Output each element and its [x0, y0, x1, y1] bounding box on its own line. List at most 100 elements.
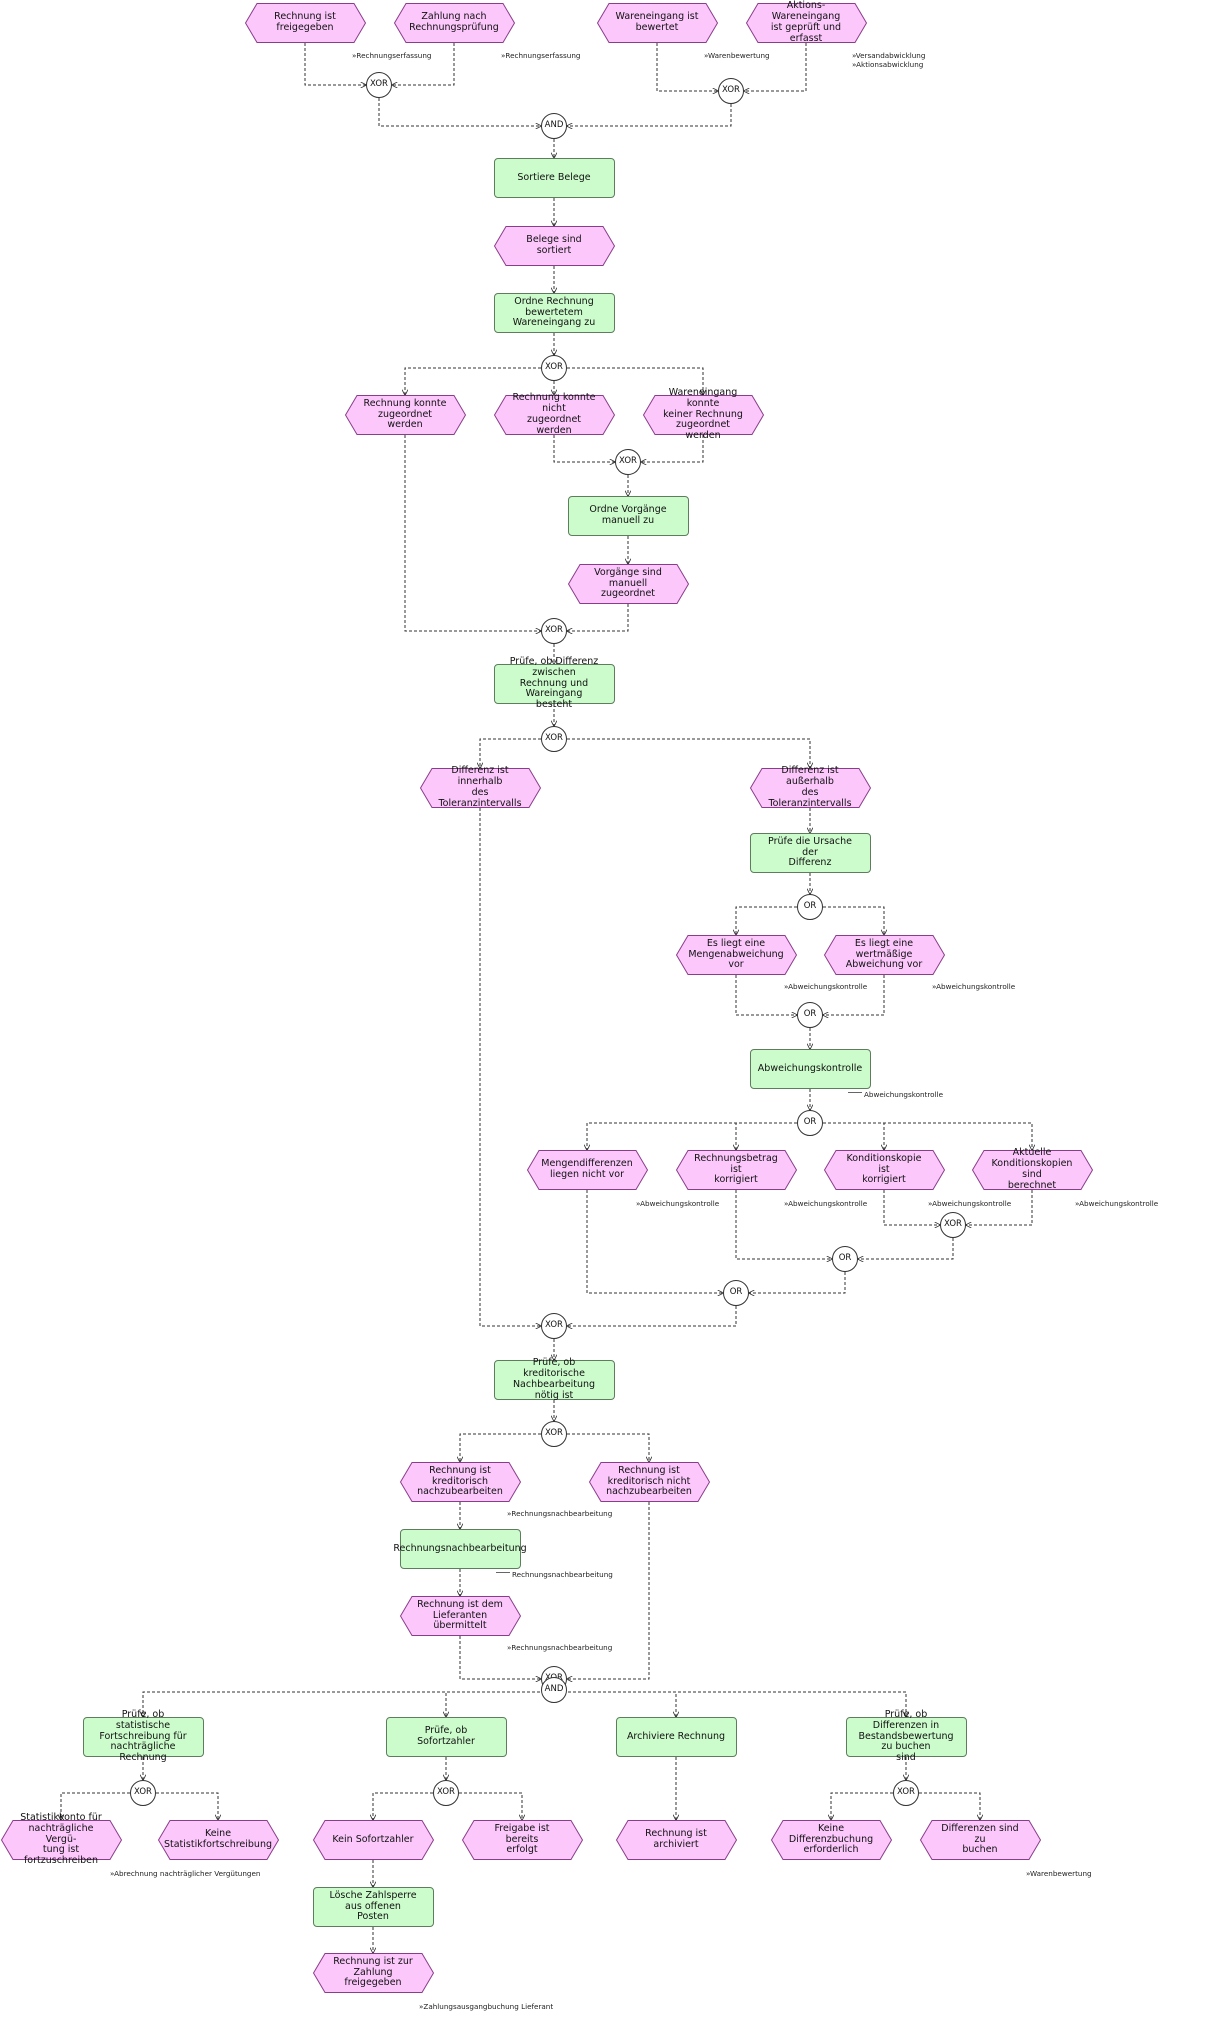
function-f6[interactable]: Abweichungskontrolle — [749, 1049, 871, 1089]
process-reference-label: »Abweichungskontrolle — [784, 982, 868, 991]
process-reference[interactable]: »Versandabwicklung »Aktionsabwicklung — [852, 51, 925, 69]
event-e16[interactable]: Konditionskopie ist korrigiert — [823, 1150, 945, 1190]
gateway-label: XOR — [619, 456, 637, 467]
event-e2[interactable]: Zahlung nach Rechnungsprüfung — [393, 3, 515, 43]
event-e20[interactable]: Rechnung ist dem Lieferanten übermittelt — [399, 1596, 521, 1636]
process-reference[interactable]: »Abrechnung nachträglicher Vergütungen — [110, 1869, 260, 1879]
process-reference[interactable]: »Rechnungsnachbearbeitung — [507, 1509, 612, 1519]
gateway-g1[interactable]: XOR — [366, 72, 392, 98]
function-f12[interactable]: Prüfe, ob Differenzen in Bestandsbewertu… — [845, 1709, 967, 1763]
event-e23[interactable]: Kein Sofortzahler — [312, 1820, 434, 1860]
event-hexagon-shape — [399, 1462, 521, 1502]
function-f5[interactable]: Prüfe die Ursache der Differenz — [749, 833, 871, 873]
process-reference[interactable]: »Abweichungskontrolle — [784, 982, 868, 992]
function-f11[interactable]: Archiviere Rechnung — [615, 1717, 737, 1757]
event-e1[interactable]: Rechnung ist freigegeben — [244, 3, 366, 43]
function-f1[interactable]: Sortiere Belege — [493, 158, 615, 198]
event-e25[interactable]: Rechnung ist archiviert — [615, 1820, 737, 1860]
gateway-g11[interactable]: XOR — [940, 1212, 966, 1238]
event-hexagon-shape — [493, 395, 615, 435]
gateway-g8[interactable]: OR — [797, 894, 823, 920]
event-e14[interactable]: Mengendifferenzen liegen nicht vor — [526, 1150, 648, 1190]
function-label: Prüfe, ob Sofortzahler — [417, 1725, 475, 1747]
event-e10[interactable]: Differenz ist innerhalb des Toleranzinte… — [419, 765, 541, 809]
process-reference[interactable]: »Zahlungsausgangbuchung Lieferant — [419, 2002, 553, 2012]
gateway-g19[interactable]: XOR — [433, 1780, 459, 1806]
event-hexagon-shape — [157, 1820, 279, 1860]
gateway-g12[interactable]: OR — [832, 1246, 858, 1272]
gateway-g15[interactable]: XOR — [541, 1421, 567, 1447]
gateway-label: AND — [544, 120, 564, 131]
connector-arrow — [460, 1433, 541, 1462]
gateway-g4[interactable]: XOR — [541, 355, 567, 381]
gateway-g9[interactable]: OR — [797, 1002, 823, 1028]
event-hexagon-shape — [642, 395, 764, 435]
connector-arrow — [479, 808, 541, 1326]
gateway-g14[interactable]: XOR — [541, 1313, 567, 1339]
event-e28[interactable]: Rechnung ist zur Zahlung freigegeben — [312, 1953, 434, 1993]
event-e3[interactable]: Wareneingang ist bewertet — [596, 3, 718, 43]
event-e26[interactable]: Keine Differenzbuchung erforderlich — [770, 1820, 892, 1860]
gateway-g5[interactable]: XOR — [615, 449, 641, 475]
gateway-g6[interactable]: XOR — [541, 618, 567, 644]
event-e17[interactable]: Aktuelle Konditionskopien sind berechnet — [971, 1147, 1093, 1191]
connector-arrow — [378, 98, 541, 126]
function-f3[interactable]: Ordne Vorgänge manuell zu — [567, 496, 689, 536]
process-reference[interactable]: »Abweichungskontrolle — [636, 1199, 719, 1209]
connector-arrow — [567, 104, 732, 126]
function-f9[interactable]: Prüfe, ob statistische Fortschreibung fü… — [82, 1709, 204, 1763]
process-reference[interactable]: Rechnungsnachbearbeitung — [496, 1570, 613, 1580]
function-f2[interactable]: Ordne Rechnung bewertetem Wareneingang z… — [493, 293, 615, 333]
event-e6[interactable]: Rechnung konnte zugeordnet werden — [344, 395, 466, 435]
process-reference-label: »Warenbewertung — [704, 51, 770, 60]
event-e4[interactable]: Aktions-Wareneingang ist geprüft und erf… — [745, 0, 867, 44]
function-f10[interactable]: Prüfe, ob Sofortzahler — [385, 1717, 507, 1757]
function-f4[interactable]: Prüfe, ob Differenz zwischen Rechnung un… — [493, 656, 615, 710]
event-e7[interactable]: Rechnung konnte nicht zugeordnet werden — [493, 392, 615, 436]
gateway-g20[interactable]: XOR — [893, 1780, 919, 1806]
event-e12[interactable]: Es liegt eine Mengenabweichung vor — [675, 935, 797, 975]
process-reference[interactable]: »Abweichungskontrolle — [784, 1199, 867, 1209]
process-reference-label: »Rechnungserfassung — [352, 51, 432, 60]
gateway-g7[interactable]: XOR — [541, 726, 567, 752]
connector-arrow — [446, 1691, 555, 1717]
event-e27[interactable]: Differenzen sind zu buchen — [919, 1820, 1041, 1860]
event-e5[interactable]: Belege sind sortiert — [493, 226, 615, 266]
event-e19[interactable]: Rechnung ist kreditorisch nicht nachzube… — [588, 1462, 710, 1502]
process-reference[interactable]: Abweichungskontrolle — [848, 1090, 943, 1100]
event-hexagon-shape — [344, 395, 466, 435]
function-f13[interactable]: Lösche Zahlsperre aus offenen Posten — [312, 1887, 434, 1927]
process-reference[interactable]: »Warenbewertung — [1026, 1869, 1092, 1879]
event-e9[interactable]: Vorgänge sind manuell zugeordnet — [567, 564, 689, 604]
gateway-g13[interactable]: OR — [723, 1280, 749, 1306]
event-hexagon-shape — [419, 768, 541, 808]
event-hexagon-shape — [567, 564, 689, 604]
process-reference[interactable]: »Abweichungskontrolle — [932, 982, 1015, 992]
event-e22[interactable]: Keine Statistikfortschreibung — [157, 1820, 279, 1860]
gateway-g17[interactable]: AND — [541, 1677, 567, 1703]
gateway-g18[interactable]: XOR — [130, 1780, 156, 1806]
event-label: Rechnungsbetrag ist korrigiert — [694, 1152, 778, 1186]
process-reference[interactable]: »Abweichungskontrolle — [1075, 1199, 1158, 1209]
function-f7[interactable]: Prüfe, ob kreditorische Nachbearbeitung … — [493, 1357, 615, 1401]
gateway-g2[interactable]: XOR — [718, 78, 744, 104]
process-reference[interactable]: »Rechnungserfassung — [352, 51, 432, 61]
gateway-g10[interactable]: OR — [797, 1110, 823, 1136]
process-reference[interactable]: »Rechnungserfassung — [501, 51, 580, 61]
event-e11[interactable]: Differenz ist außerhalb des Toleranzinte… — [749, 765, 871, 809]
event-e8[interactable]: Wareneingang konnte keiner Rechnung zuge… — [642, 387, 764, 441]
event-hexagon-shape — [823, 935, 945, 975]
gateway-g3[interactable]: AND — [541, 113, 567, 139]
event-e21[interactable]: Statistikkonto für nachträgliche Vergü- … — [0, 1812, 122, 1866]
event-e15[interactable]: Rechnungsbetrag ist korrigiert — [675, 1150, 797, 1190]
process-reference[interactable]: »Warenbewertung — [704, 51, 770, 61]
event-label: Differenzen sind zu buchen — [941, 1822, 1019, 1856]
function-f8[interactable]: Rechnungsnachbearbeitung — [393, 1529, 527, 1569]
event-e18[interactable]: Rechnung ist kreditorisch nachzubearbeit… — [399, 1462, 521, 1502]
connector-arrow — [587, 1122, 797, 1150]
process-reference[interactable]: »Abweichungskontrolle — [928, 1199, 1011, 1209]
event-e13[interactable]: Es liegt eine wertmäßige Abweichung vor — [823, 935, 945, 975]
event-e24[interactable]: Freigabe ist bereits erfolgt — [461, 1820, 583, 1860]
process-reference[interactable]: »Rechnungsnachbearbeitung — [507, 1643, 612, 1653]
